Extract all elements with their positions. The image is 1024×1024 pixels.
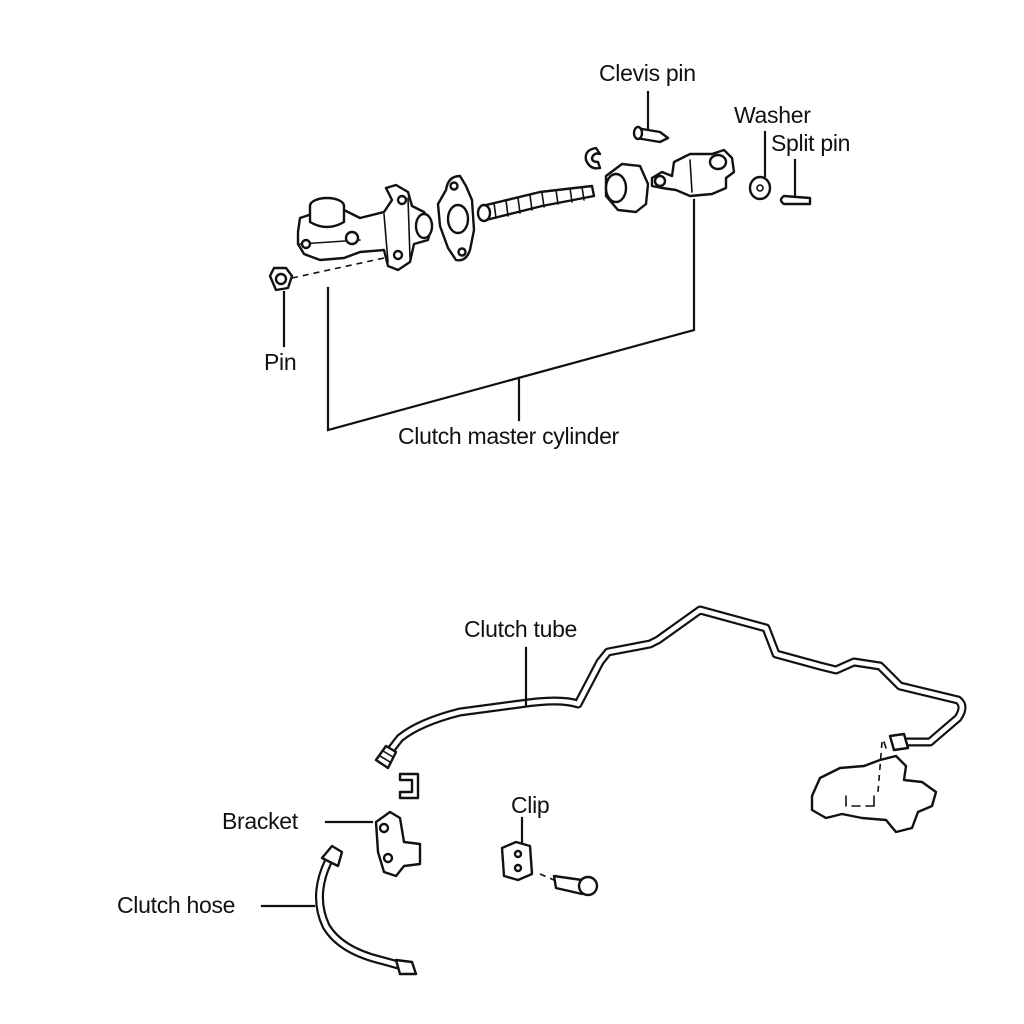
label-clutch-tube: Clutch tube: [464, 616, 578, 642]
label-pin: Pin: [264, 349, 297, 375]
washer-part: [748, 130, 772, 201]
clip-part: [500, 816, 599, 897]
master-cylinder-body: [296, 183, 434, 272]
clutch-tube-part: [374, 605, 967, 770]
retainer-clip: [398, 772, 420, 800]
split-pin-part: [779, 158, 812, 206]
label-clevis-pin: Clevis pin: [599, 60, 696, 86]
clevis-pin-part: [632, 90, 670, 144]
label-split-pin: Split pin: [771, 130, 851, 156]
pin-part: [268, 257, 385, 348]
remote-master-cylinder: [810, 741, 938, 834]
label-washer: Washer: [734, 102, 811, 128]
label-clutch-master-cylinder: Clutch master cylinder: [398, 423, 619, 449]
label-clutch-hose: Clutch hose: [117, 892, 236, 918]
label-clip: Clip: [511, 792, 550, 818]
clutch-master-cylinder-assembly: [268, 90, 812, 432]
clevis: [650, 148, 736, 198]
clutch-line-assembly: [260, 605, 967, 976]
master-cylinder-leader-lines: [326, 198, 696, 432]
clutch-hose-part: [260, 844, 418, 976]
gasket-plate: [436, 174, 476, 262]
snap-ring: [584, 146, 602, 170]
bushing: [604, 162, 650, 214]
push-rod-boot: [476, 184, 596, 223]
bracket-part: [324, 810, 422, 878]
label-bracket: Bracket: [222, 808, 298, 834]
